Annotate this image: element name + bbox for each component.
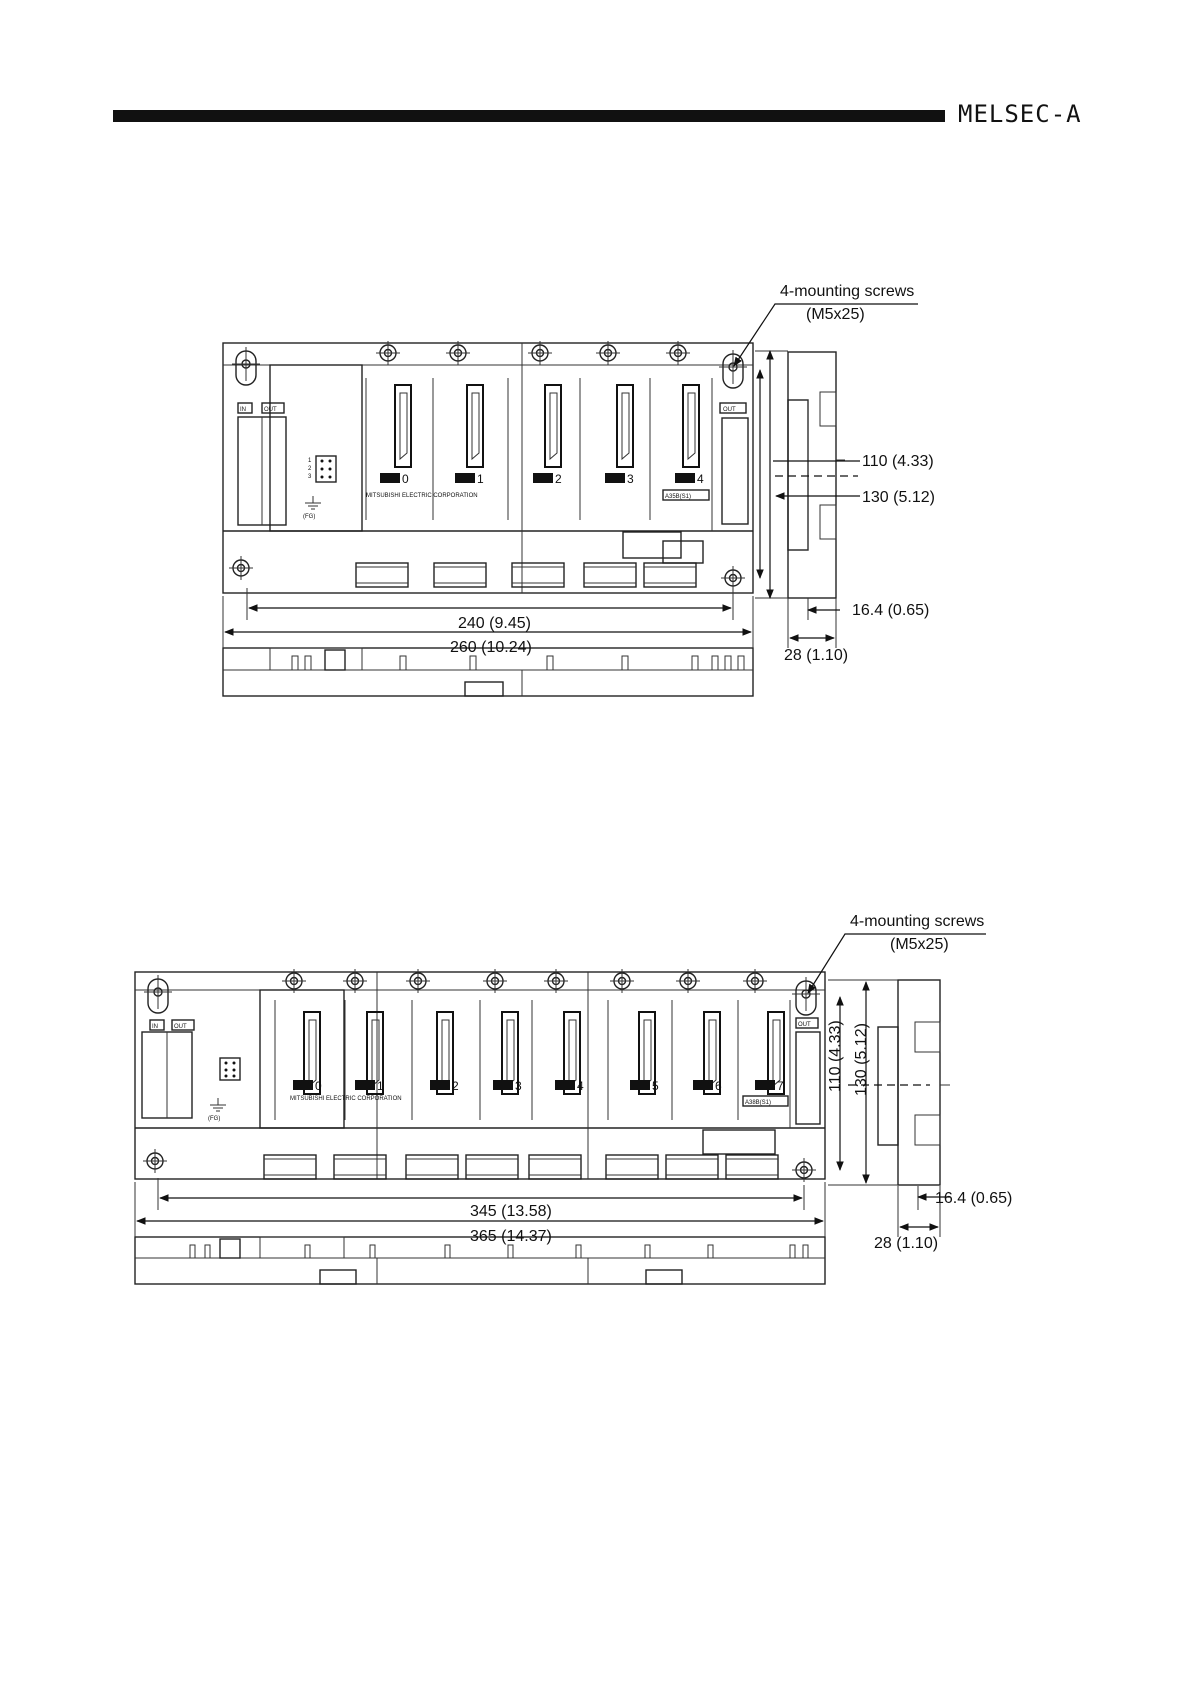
svg-text:(FG): (FG) (208, 1116, 220, 1122)
dim-width-overall: 365 (14.37) (470, 1228, 552, 1245)
callout-screw-size: (M5x25) (890, 936, 949, 953)
manufacturer-label: MITSUBISHI ELECTRIC CORPORATION (290, 1096, 402, 1102)
fg-ground-icon (305, 496, 321, 510)
base-outline (222, 342, 754, 594)
bottom-slot (465, 1154, 519, 1180)
mounting-screw-icon (718, 349, 748, 389)
slot-label: 1 (377, 1079, 384, 1093)
dim-width-overall: 260 (10.24) (450, 639, 532, 656)
side-view (787, 351, 845, 599)
side-view (877, 979, 950, 1186)
header-rule (113, 110, 945, 122)
dim-height-inner: 110 (4.33) (862, 453, 934, 470)
screw-icon (228, 555, 254, 581)
in-label: IN (240, 407, 246, 413)
dim-width-mount: 240 (9.45) (458, 615, 531, 632)
svg-text:(FG): (FG) (303, 514, 315, 520)
power-supply-area (259, 989, 345, 1129)
slot-label: 1 (477, 472, 484, 486)
dim-depth-offset: 16.4 (0.65) (852, 602, 929, 619)
screw-icon (527, 340, 553, 366)
slot-label: 3 (515, 1079, 522, 1093)
manufacturer-label: MITSUBISHI ELECTRIC CORPORATION (366, 493, 478, 499)
fg-ground-icon (210, 1098, 226, 1112)
bottom-slot (263, 1154, 317, 1180)
screw-icon (665, 340, 691, 366)
slot-label: 0 (402, 472, 409, 486)
power-supply-area (269, 364, 363, 532)
out-right-label: OUT (723, 407, 736, 413)
bottom-slot (583, 562, 637, 588)
dim-height-outer: 130 (5.12) (853, 1023, 870, 1096)
slot-connector (616, 384, 634, 468)
slot-label: 4 (697, 472, 704, 486)
dim-width-mount: 345 (13.58) (470, 1203, 552, 1220)
slot-label: 3 (627, 472, 634, 486)
bottom-slot (511, 562, 565, 588)
mounting-screw-icon (143, 974, 173, 1014)
dim-depth-offset: 16.4 (0.65) (935, 1190, 1012, 1207)
slot-label: 2 (555, 472, 562, 486)
slot-label: 2 (452, 1079, 459, 1093)
callout-mounting-screws: 4-mounting screws (850, 913, 984, 930)
dim-height-inner: 110 (4.33) (827, 1020, 844, 1092)
model-label: A38B(S1) (745, 1100, 771, 1106)
slot-connector (466, 384, 484, 468)
callout-mounting-screws: 4-mounting screws (780, 283, 914, 300)
header-product-name: MELSEC-A (958, 100, 1082, 128)
bottom-slot (643, 562, 697, 588)
bottom-slot (528, 1154, 582, 1180)
drawing-8-slot-base: IN OUT (FG) (134, 913, 1012, 1285)
slot-connector (394, 384, 412, 468)
out-label: OUT (174, 1024, 187, 1030)
bottom-slot (433, 562, 487, 588)
svg-text:2: 2 (308, 466, 312, 472)
jumper-block (219, 1057, 241, 1081)
slot-connector (544, 384, 562, 468)
screw-icon (142, 1148, 168, 1174)
in-label: IN (152, 1024, 158, 1030)
dim-depth-total: 28 (1.10) (874, 1235, 938, 1252)
mounting-screw-icon (231, 346, 261, 386)
screw-icon (375, 340, 401, 366)
screw-icon (445, 340, 471, 366)
slot-label: 7 (777, 1079, 784, 1093)
slot-label: 4 (577, 1079, 584, 1093)
bottom-slot (605, 1154, 659, 1180)
bottom-slot (405, 1154, 459, 1180)
jumper-block (315, 455, 337, 483)
screw-icon (595, 340, 621, 366)
dim-height-outer: 130 (5.12) (862, 489, 935, 506)
screw-icon (720, 565, 746, 591)
slot-connector (682, 384, 700, 468)
out-right-label: OUT (798, 1022, 811, 1028)
slot-label: 6 (715, 1079, 722, 1093)
svg-text:1: 1 (308, 458, 312, 464)
slot-label: 5 (652, 1079, 659, 1093)
out-label: OUT (264, 407, 277, 413)
callout-screw-size: (M5x25) (806, 306, 865, 323)
bottom-slot (665, 1154, 719, 1180)
bottom-view (134, 1236, 826, 1285)
model-label: A35B(S1) (665, 494, 691, 500)
slot-label: 0 (315, 1079, 322, 1093)
bottom-slot (355, 562, 409, 588)
drawing-5-slot-base: IN OUT 1 2 3 (FG) (222, 283, 935, 697)
bottom-slot (725, 1154, 779, 1180)
svg-text:3: 3 (308, 474, 312, 480)
bottom-slot (333, 1154, 387, 1180)
dim-depth-total: 28 (1.10) (784, 647, 848, 664)
mounting-screw-icon (791, 976, 821, 1016)
